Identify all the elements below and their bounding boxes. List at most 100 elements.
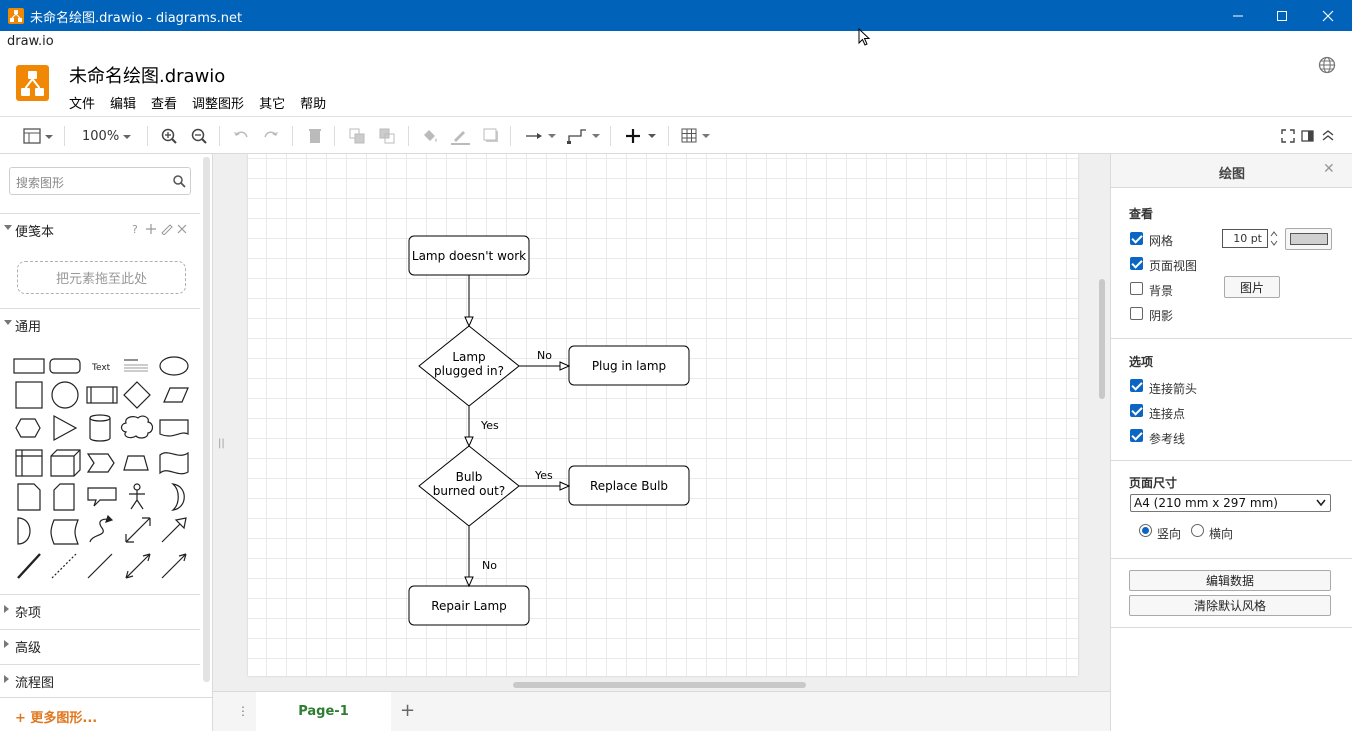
page-size-select[interactable]: A4 (210 mm x 297 mm) xyxy=(1130,494,1331,512)
canvas-horizontal-scrollbar[interactable] xyxy=(513,682,806,688)
page-size-value: A4 (210 mm x 297 mm) xyxy=(1134,496,1278,510)
connection-style-button[interactable] xyxy=(524,126,558,146)
header: 未命名绘图.drawio 文件 编辑 查看 调整图形 其它 帮助 xyxy=(0,52,1352,116)
flowchart-diagram[interactable]: Lamp doesn't work Lamp plugged in? Plug … xyxy=(248,154,1078,676)
search-icon[interactable] xyxy=(172,174,186,188)
menu-extras[interactable]: 其它 xyxy=(259,97,286,112)
guides-checkbox[interactable] xyxy=(1130,429,1143,442)
image-button[interactable]: 图片 xyxy=(1224,276,1280,298)
sidebar-scrollbar[interactable] xyxy=(203,157,210,682)
grid-size-stepper-icon[interactable] xyxy=(1268,229,1280,248)
collapse-toolbar-button[interactable] xyxy=(1321,126,1335,146)
toolbar: 100% xyxy=(0,116,1352,154)
edit-data-button[interactable]: 编辑数据 xyxy=(1129,570,1331,591)
view-section: 查看 网格 10 pt 页面视图 背景 图片 阴影 xyxy=(1111,188,1352,339)
connection-arrows-label: 连接箭头 xyxy=(1149,382,1198,396)
section-general[interactable]: 通用 xyxy=(0,308,200,338)
mouse-cursor-icon xyxy=(858,28,871,46)
drawio-logo-icon xyxy=(16,65,49,101)
scratchpad-dropzone[interactable]: 把元素拖至此处 xyxy=(17,261,186,294)
document-title[interactable]: 未命名绘图.drawio xyxy=(69,66,226,87)
window-titlebar: 未命名绘图.drawio - diagrams.net xyxy=(0,0,1352,31)
menu-view[interactable]: 查看 xyxy=(151,97,178,112)
waypoints-button[interactable] xyxy=(566,126,602,146)
menu-help[interactable]: 帮助 xyxy=(300,97,327,112)
node-label-plug: Plug in lamp xyxy=(592,359,666,373)
node-label-d1-line2: plugged in? xyxy=(434,364,504,378)
portrait-label: 竖向 xyxy=(1157,527,1182,541)
zoom-in-button[interactable] xyxy=(160,126,178,146)
shadow-checkbox[interactable] xyxy=(1130,307,1143,320)
add-page-button[interactable]: + xyxy=(400,700,416,721)
grid-checkbox[interactable] xyxy=(1130,232,1143,245)
maximize-icon xyxy=(1277,10,1287,21)
line-color-button[interactable] xyxy=(450,126,470,146)
view-panels-button[interactable] xyxy=(22,126,56,146)
page-view-checkbox[interactable] xyxy=(1130,257,1143,270)
landscape-radio[interactable] xyxy=(1191,524,1204,537)
pages-menu-icon[interactable]: ⋮ xyxy=(237,704,249,718)
close-format-panel-icon[interactable]: ✕ xyxy=(1323,161,1335,177)
chevron-down-icon xyxy=(1316,499,1326,507)
menu-edit[interactable]: 编辑 xyxy=(110,97,137,112)
background-checkbox[interactable] xyxy=(1130,282,1143,295)
grid-color-button[interactable] xyxy=(1285,228,1332,250)
language-globe-icon[interactable] xyxy=(1317,55,1337,75)
format-panel-toggle[interactable] xyxy=(1301,126,1315,146)
to-front-button[interactable] xyxy=(348,126,366,146)
chevron-right-icon xyxy=(4,605,9,613)
zoom-select[interactable]: 100% xyxy=(82,126,133,146)
zoom-out-button[interactable] xyxy=(190,126,208,146)
background-label: 背景 xyxy=(1149,284,1174,298)
shape-search-input[interactable]: 搜索图形 xyxy=(9,167,191,195)
plus-icon xyxy=(626,129,656,143)
canvas-vertical-scrollbar[interactable] xyxy=(1099,279,1105,399)
section-misc[interactable]: 杂项 xyxy=(0,594,200,624)
shape-text: Text xyxy=(91,363,111,373)
table-button[interactable] xyxy=(680,126,716,146)
minimize-button[interactable] xyxy=(1215,0,1261,31)
orthogonal-connector-icon xyxy=(567,129,600,144)
shadow-label: 阴影 xyxy=(1149,309,1174,323)
scratchpad-actions-icons[interactable]: ? xyxy=(132,223,190,235)
portrait-radio[interactable] xyxy=(1139,524,1152,537)
table-icon xyxy=(681,128,710,143)
diagram-canvas[interactable]: || La xyxy=(213,154,1110,691)
section-advanced[interactable]: 高级 xyxy=(0,629,200,659)
node-label-start: Lamp doesn't work xyxy=(412,249,526,263)
node-label-repair: Repair Lamp xyxy=(431,599,507,613)
fullscreen-button[interactable] xyxy=(1281,126,1295,146)
advanced-label: 高级 xyxy=(15,641,42,656)
landscape-label: 横向 xyxy=(1209,527,1234,541)
clear-default-style-button[interactable]: 清除默认风格 xyxy=(1129,595,1331,616)
to-back-button[interactable] xyxy=(378,126,396,146)
shadow-button[interactable] xyxy=(481,126,501,146)
menu-file[interactable]: 文件 xyxy=(69,97,96,112)
insert-button[interactable] xyxy=(624,126,660,146)
undo-button[interactable] xyxy=(232,126,250,146)
menu-arrange[interactable]: 调整图形 xyxy=(192,97,245,112)
chevron-down-icon xyxy=(4,320,12,325)
redo-button[interactable] xyxy=(262,126,280,146)
grid-size-input[interactable]: 10 pt xyxy=(1222,229,1268,248)
fullscreen-icon xyxy=(1281,129,1295,143)
connection-points-checkbox[interactable] xyxy=(1130,404,1143,417)
general-label: 通用 xyxy=(15,320,42,335)
edge-label-d2-no: No xyxy=(482,559,497,572)
connection-arrows-checkbox[interactable] xyxy=(1130,379,1143,392)
delete-button[interactable] xyxy=(306,126,324,146)
to-back-icon xyxy=(379,128,395,144)
drawing-page[interactable]: Lamp doesn't work Lamp plugged in? Plug … xyxy=(248,154,1078,676)
maximize-button[interactable] xyxy=(1259,0,1305,31)
page-tabs-bar: ⋮ Page-1 + xyxy=(227,691,1110,731)
chevron-down-icon xyxy=(4,225,12,230)
close-button[interactable] xyxy=(1305,0,1351,31)
general-shapes-palette[interactable]: Text xyxy=(8,348,198,586)
sidebar-resize-handle[interactable]: || xyxy=(218,438,225,449)
fill-color-button[interactable] xyxy=(420,126,440,146)
app-menu-label[interactable]: draw.io xyxy=(7,34,54,49)
section-flowchart[interactable]: 流程图 xyxy=(0,664,200,694)
section-scratchpad[interactable]: 便笺本 ? xyxy=(0,213,200,243)
tab-page-1[interactable]: Page-1 xyxy=(256,692,391,731)
more-shapes-button[interactable]: + 更多图形... xyxy=(0,697,213,731)
